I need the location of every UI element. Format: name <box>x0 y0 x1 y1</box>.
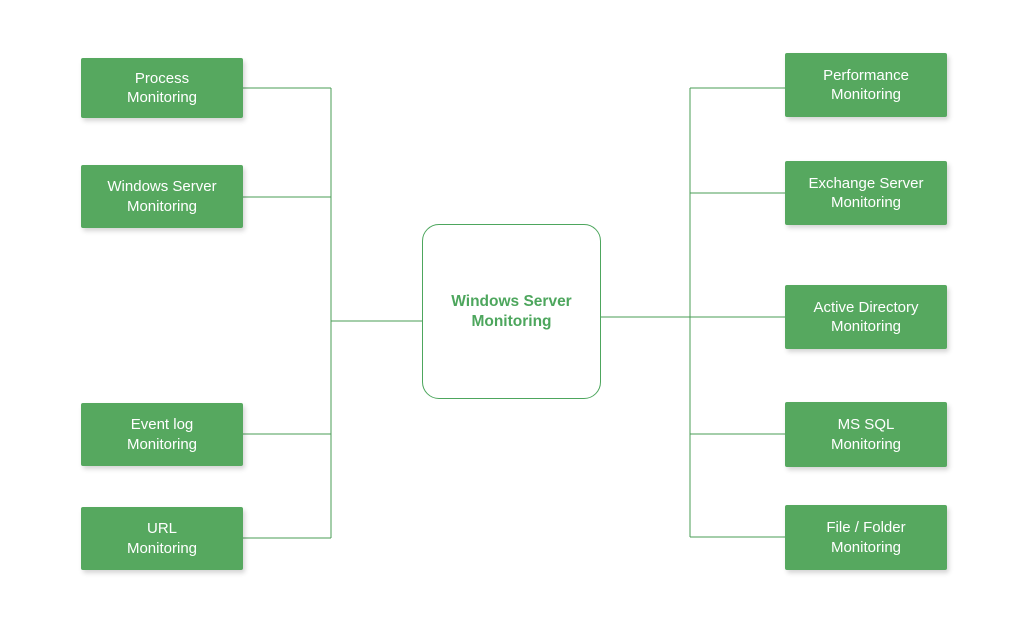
center-node-windows-server-monitoring[interactable]: Windows Server Monitoring <box>422 224 601 399</box>
node-windows-server-label: Windows Server Monitoring <box>107 178 217 215</box>
node-file-folder-label: File / Folder Monitoring <box>826 519 906 556</box>
node-process-label: Process Monitoring <box>126 69 198 106</box>
node-performance-label: Performance Monitoring <box>823 66 909 103</box>
node-active-directory-label: Active Directory Monitoring <box>813 298 919 335</box>
node-url[interactable]: URL Monitoring <box>81 507 243 570</box>
node-ms-sql[interactable]: MS SQL Monitoring <box>785 402 947 467</box>
node-windows-server[interactable]: Windows Server Monitoring <box>81 165 243 228</box>
node-process[interactable]: Process Monitoring <box>81 58 243 118</box>
node-ms-sql-label: MS SQL Monitoring <box>830 416 902 453</box>
node-active-directory[interactable]: Active Directory Monitoring <box>785 285 947 349</box>
node-file-folder[interactable]: File / Folder Monitoring <box>785 505 947 570</box>
node-url-label: URL Monitoring <box>126 520 198 557</box>
node-exchange-server-label: Exchange Server Monitoring <box>808 174 924 211</box>
node-event-log[interactable]: Event log Monitoring <box>81 403 243 466</box>
node-performance[interactable]: Performance Monitoring <box>785 53 947 117</box>
center-node-windows-server-monitoring-label: Windows Server Monitoring <box>451 292 572 330</box>
node-event-log-label: Event log Monitoring <box>126 416 198 453</box>
node-exchange-server[interactable]: Exchange Server Monitoring <box>785 161 947 225</box>
